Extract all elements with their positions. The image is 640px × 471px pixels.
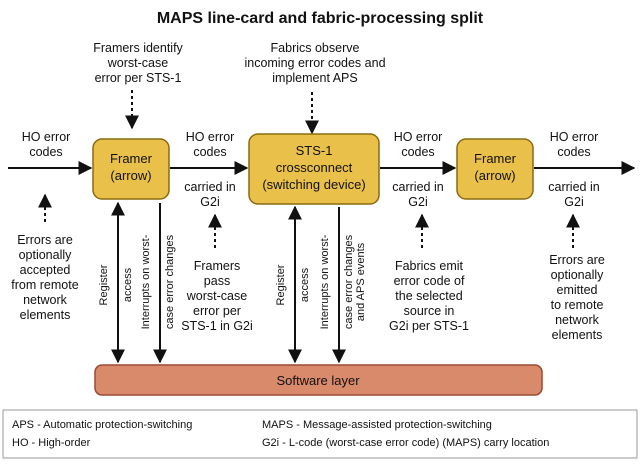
framers-identify-line-2: worst-case: [107, 56, 168, 70]
errors-accepted-line-4: from remote: [11, 278, 78, 292]
crossconnect-box: STS-1 crossconnect (switching device): [248, 133, 380, 205]
carried-in-2-line-2: G2i: [408, 195, 427, 209]
register-access-2-line-1: Register: [275, 264, 287, 305]
legend-ho: HO - High-order: [12, 437, 91, 449]
legend-maps: MAPS - Message-assisted protection-switc…: [262, 419, 492, 431]
errors-emitted-line-4: to remote: [551, 298, 604, 312]
framers-pass-note: Framers pass worst-case error per STS-1 …: [181, 259, 253, 333]
interrupts-2-line-2: case error changes: [343, 234, 355, 329]
carried-in-3-line-1: carried in: [548, 180, 599, 194]
fabrics-observe-note: Fabrics observe incoming error codes and…: [244, 41, 385, 85]
framer-left-rect: [92, 138, 170, 200]
legend: APS - Automatic protection-switching HO …: [2, 409, 638, 459]
ho-error-codes-2-line-1: HO error: [394, 130, 443, 144]
errors-emitted-line-2: optionally: [551, 268, 605, 282]
software-layer: Software layer: [94, 364, 543, 396]
carried-in-2-line-1: carried in: [392, 180, 443, 194]
software-layer-rect: [94, 364, 543, 396]
ho-error-codes-2-line-2: codes: [401, 145, 434, 159]
register-access-2-line-2: access: [299, 267, 311, 302]
fabrics-observe-line-1: Fabrics observe: [271, 41, 360, 55]
fabrics-emit-line-2: error code of: [394, 274, 465, 288]
ho-error-codes-in-line-2: codes: [29, 145, 62, 159]
fabrics-emit-note: Fabrics emit error code of the selected …: [389, 259, 469, 333]
ho-error-codes-3-line-2: codes: [557, 145, 590, 159]
framer-right-label-1: Framer: [474, 151, 517, 166]
interrupts-1-line-2: case error changes: [164, 234, 176, 329]
ho-error-codes-1-line-1: HO error: [186, 130, 235, 144]
fabrics-emit-line-4: source in: [404, 304, 455, 318]
framers-identify-line-3: error per STS-1: [95, 71, 182, 85]
diagram-title: MAPS line-card and fabric-processing spl…: [157, 10, 484, 27]
framers-pass-line-2: pass: [204, 274, 230, 288]
carried-in-1-line-2: G2i: [200, 195, 219, 209]
framers-identify-line-1: Framers identify: [93, 41, 183, 55]
framer-right-rect: [456, 138, 534, 200]
framers-pass-line-5: STS-1 in G2i: [181, 319, 253, 333]
framer-right-label-2: (arrow): [474, 168, 515, 183]
crossconnect-label-1: STS-1: [296, 143, 333, 158]
legend-g2i: G2i - L-code (worst-case error code) (MA…: [262, 437, 549, 449]
framer-left-label-2: (arrow): [110, 168, 151, 183]
ho-error-codes-1-line-2: codes: [193, 145, 226, 159]
framers-pass-line-3: worst-case: [186, 289, 247, 303]
ho-error-codes-in-line-1: HO error: [22, 130, 71, 144]
errors-accepted-line-6: elements: [20, 308, 71, 322]
framer-right-box: Framer (arrow): [456, 138, 534, 200]
errors-accepted-line-2: optionally: [19, 248, 73, 262]
interrupts-2-line-1: Interrupts on worst-: [319, 234, 331, 329]
crossconnect-label-2: crossconnect: [276, 160, 353, 175]
errors-accepted-note: Errors are optionally accepted from remo…: [11, 233, 78, 322]
framers-pass-line-4: error per: [193, 304, 241, 318]
errors-emitted-line-5: network: [555, 313, 600, 327]
errors-accepted-line-5: network: [23, 293, 68, 307]
legend-border: [2, 409, 638, 459]
fabrics-emit-line-5: G2i per STS-1: [389, 319, 469, 333]
errors-emitted-line-1: Errors are: [549, 253, 605, 267]
crossconnect-label-3: (switching device): [262, 177, 365, 192]
interrupts-2-line-3: and APS events: [355, 242, 367, 321]
interrupts-1-line-1: Interrupts on worst-: [140, 234, 152, 329]
crossconnect-rect: [248, 133, 380, 205]
carried-in-3-line-2: G2i: [564, 195, 583, 209]
software-layer-label: Software layer: [276, 373, 360, 388]
fabrics-observe-line-2: incoming error codes and: [244, 56, 385, 70]
ho-error-codes-3-line-1: HO error: [550, 130, 599, 144]
fabrics-observe-line-3: implement APS: [272, 71, 357, 85]
framer-left-label-1: Framer: [110, 151, 153, 166]
carried-in-1-line-1: carried in: [184, 180, 235, 194]
fabrics-emit-line-1: Fabrics emit: [395, 259, 464, 273]
fabrics-emit-line-3: the selected: [395, 289, 462, 303]
framer-left-box: Framer (arrow): [92, 138, 170, 200]
framers-pass-line-1: Framers: [194, 259, 241, 273]
errors-emitted-line-6: elements: [552, 328, 603, 342]
legend-aps: APS - Automatic protection-switching: [12, 419, 192, 431]
errors-emitted-note: Errors are optionally emitted to remote …: [549, 253, 605, 342]
errors-accepted-line-1: Errors are: [17, 233, 73, 247]
register-access-1-line-2: access: [122, 267, 134, 302]
errors-accepted-line-3: accepted: [20, 263, 71, 277]
framers-identify-note: Framers identify worst-case error per ST…: [93, 41, 183, 85]
register-access-1-line-1: Register: [98, 264, 110, 305]
errors-emitted-line-3: emitted: [557, 283, 598, 297]
